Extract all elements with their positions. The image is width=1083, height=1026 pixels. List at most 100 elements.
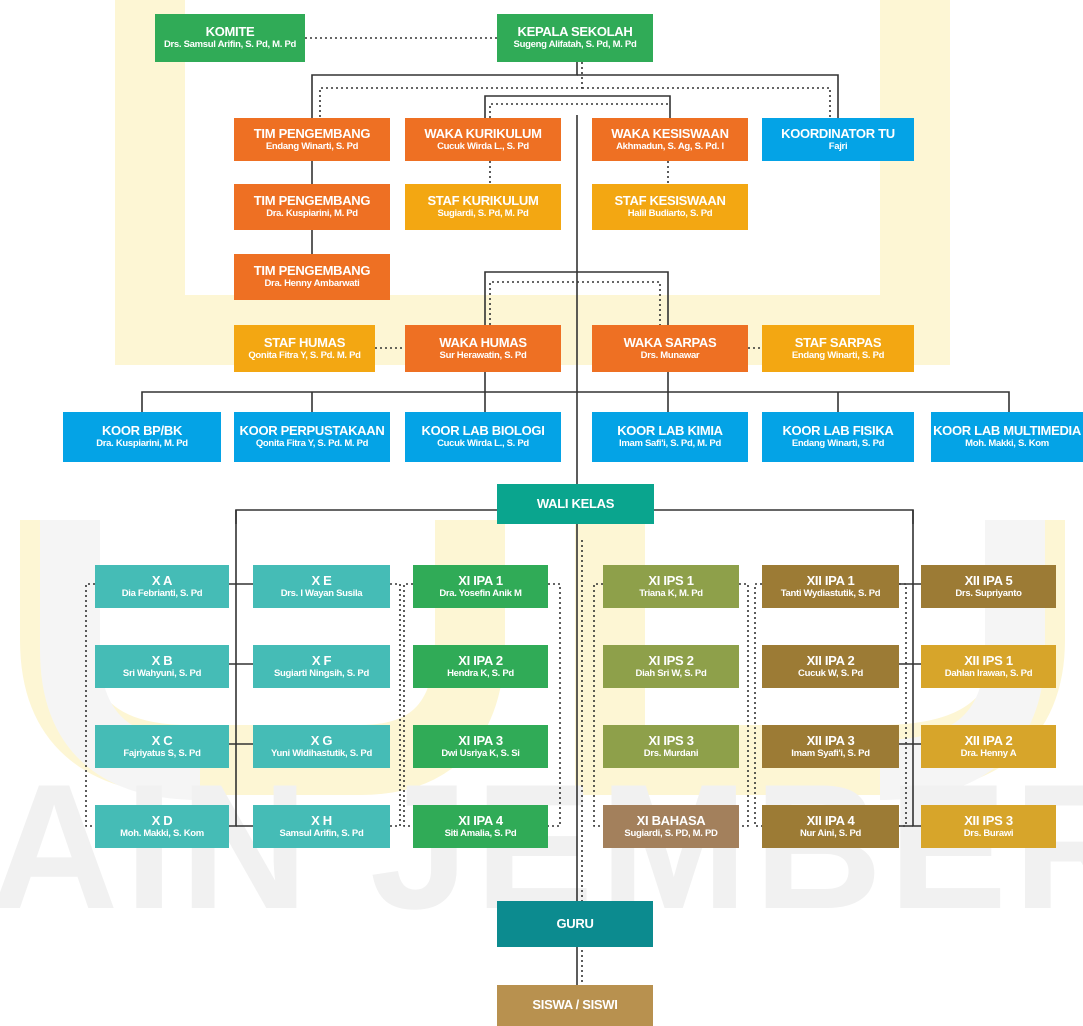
- waka-kesiswaan-name: Akhmadun, S. Ag, S. Pd. I: [616, 140, 724, 152]
- tim-pengembang-3-box: TIM PENGEMBANG Dra. Henny Ambarwati: [234, 254, 390, 300]
- class-title: X E: [311, 572, 332, 588]
- class-teacher: Drs. Supriyanto: [955, 587, 1022, 599]
- siswa-title: SISWA / SISWI: [532, 997, 618, 1013]
- class-title: XII IPS 1: [964, 652, 1013, 668]
- class-title: XI IPA 3: [458, 732, 503, 748]
- waka-kurikulum-name: Cucuk Wirda L., S. Pd: [437, 140, 529, 152]
- class-title: XII IPA 1: [806, 572, 855, 588]
- koor-lab-multimedia-box: KOOR LAB MULTIMEDIA Moh. Makki, S. Kom: [931, 412, 1083, 462]
- class-title: XI IPA 4: [458, 812, 503, 828]
- class-title: X A: [151, 572, 173, 588]
- tim-pengembang-3-title: TIM PENGEMBANG: [253, 263, 371, 279]
- class-box: XII IPA 2 Dra. Henny A: [921, 725, 1056, 768]
- class-title: XII IPA 2: [806, 652, 855, 668]
- class-box: XII IPA 1 Tanti Wydiastutik, S. Pd: [762, 565, 899, 608]
- kepala-sekolah-box: KEPALA SEKOLAH Sugeng Alifatah, S. Pd, M…: [497, 14, 653, 62]
- class-title: XI IPS 3: [648, 732, 694, 748]
- waka-humas-box: WAKA HUMAS Sur Herawatin, S. Pd: [405, 325, 561, 372]
- class-teacher: Sri Wahyuni, S. Pd: [122, 667, 202, 679]
- staf-humas-title: STAF HUMAS: [263, 334, 346, 350]
- class-teacher: Sugiardi, S. PD, M. PD: [624, 827, 718, 839]
- koor-title: KOOR LAB FISIKA: [782, 423, 894, 439]
- class-teacher: Imam Syafi'i, S. Pd: [791, 747, 870, 759]
- koordinator-tu-name: Fajri: [828, 140, 848, 152]
- class-teacher: Siti Amalia, S. Pd: [444, 827, 517, 839]
- koor-name: Imam Safi'i, S. Pd, M. Pd: [619, 438, 721, 449]
- siswa-box: SISWA / SISWI: [497, 985, 653, 1026]
- waka-kurikulum-title: WAKA KURIKULUM: [424, 125, 542, 141]
- class-box: XI IPS 1 Triana K, M. Pd: [603, 565, 739, 608]
- staf-kurikulum-title: STAF KURIKULUM: [427, 193, 539, 209]
- class-teacher: Dia Febrianti, S. Pd: [121, 587, 203, 599]
- staf-sarpas-title: STAF SARPAS: [794, 334, 882, 350]
- staf-kesiswaan-name: Halil Budiarto, S. Pd: [627, 208, 713, 219]
- class-title: XII IPA 4: [806, 812, 855, 828]
- class-teacher: Sugiarti Ningsih, S. Pd: [274, 667, 369, 679]
- tim-pengembang-2-title: TIM PENGEMBANG: [253, 193, 371, 209]
- class-teacher: Samsul Arifin, S. Pd: [279, 827, 364, 839]
- class-box: XI IPA 4 Siti Amalia, S. Pd: [413, 805, 548, 848]
- guru-box: GURU: [497, 901, 653, 947]
- koor-title: KOOR PERPUSTAKAAN: [239, 423, 385, 439]
- class-teacher: Triana K, M. Pd: [639, 587, 703, 599]
- koor-lab-fisika-box: KOOR LAB FISIKA Endang Winarti, S. Pd: [762, 412, 914, 462]
- class-box: X A Dia Febrianti, S. Pd: [95, 565, 229, 608]
- class-title: XI IPS 1: [648, 572, 694, 588]
- class-box: XII IPA 5 Drs. Supriyanto: [921, 565, 1056, 608]
- class-teacher: Drs. Murdani: [643, 747, 699, 759]
- class-box: XII IPA 4 Nur Aini, S. Pd: [762, 805, 899, 848]
- waka-sarpas-name: Drs. Munawar: [640, 349, 700, 361]
- class-teacher: Yuni Widihastutik, S. Pd: [271, 747, 372, 759]
- class-title: X B: [151, 652, 173, 668]
- class-title: XII IPA 2: [964, 732, 1013, 748]
- tim-pengembang-3-name: Dra. Henny Ambarwati: [264, 278, 360, 289]
- waka-sarpas-title: WAKA SARPAS: [623, 334, 717, 350]
- waka-kurikulum-box: WAKA KURIKULUM Cucuk Wirda L., S. Pd: [405, 118, 561, 161]
- class-box: XII IPS 1 Dahlan Irawan, S. Pd: [921, 645, 1056, 688]
- koor-lab-biologi-box: KOOR LAB BIOLOGI Cucuk Wirda L., S. Pd: [405, 412, 561, 462]
- class-box: XI BAHASA Sugiardi, S. PD, M. PD: [603, 805, 739, 848]
- class-teacher: Cucuk W, S. Pd: [798, 667, 863, 679]
- tim-pengembang-1-box: TIM PENGEMBANG Endang Winarti, S. Pd: [234, 118, 390, 161]
- tim-pengembang-1-name: Endang Winarti, S. Pd: [265, 140, 359, 152]
- komite-name: Drs. Samsul Arifin, S. Pd, M. Pd: [163, 39, 297, 50]
- koor-title: KOOR BP/BK: [101, 423, 183, 439]
- koor-name: Cucuk Wirda L., S. Pd: [437, 438, 529, 449]
- staf-kesiswaan-box: STAF KESISWAAN Halil Budiarto, S. Pd: [592, 184, 748, 230]
- class-teacher: Fajriyatus S, S. Pd: [123, 747, 201, 759]
- koor-name: Moh. Makki, S. Kom: [965, 438, 1049, 449]
- waka-humas-name: Sur Herawatin, S. Pd: [439, 349, 527, 361]
- class-box: X G Yuni Widihastutik, S. Pd: [253, 725, 390, 768]
- class-box: XI IPA 2 Hendra K, S. Pd: [413, 645, 548, 688]
- class-title: XII IPS 3: [964, 812, 1013, 828]
- wali-kelas-box: WALI KELAS: [497, 484, 654, 524]
- koor-lab-kimia-box: KOOR LAB KIMIA Imam Safi'i, S. Pd, M. Pd: [592, 412, 748, 462]
- class-teacher: Drs. Burawi: [963, 827, 1014, 839]
- class-teacher: Dahlan Irawan, S. Pd: [944, 667, 1033, 679]
- kepala-sekolah-name: Sugeng Alifatah, S. Pd, M. Pd: [513, 39, 637, 50]
- waka-kesiswaan-box: WAKA KESISWAAN Akhmadun, S. Ag, S. Pd. I: [592, 118, 748, 161]
- class-box: XI IPS 2 Diah Sri W, S. Pd: [603, 645, 739, 688]
- waka-sarpas-box: WAKA SARPAS Drs. Munawar: [592, 325, 748, 372]
- koordinator-tu-box: KOORDINATOR TU Fajri: [762, 118, 914, 161]
- waka-humas-title: WAKA HUMAS: [439, 334, 527, 350]
- class-teacher: Tanti Wydiastutik, S. Pd: [780, 587, 881, 599]
- koor-title: KOOR LAB BIOLOGI: [421, 423, 545, 439]
- class-teacher: Moh. Makki, S. Kom: [120, 827, 204, 839]
- class-title: XI IPA 1: [458, 572, 503, 588]
- class-teacher: Hendra K, S. Pd: [447, 667, 514, 679]
- class-title: XII IPA 5: [964, 572, 1013, 588]
- tim-pengembang-2-box: TIM PENGEMBANG Dra. Kuspiarini, M. Pd: [234, 184, 390, 230]
- koor-bp-bk-box: KOOR BP/BK Dra. Kuspiarini, M. Pd: [63, 412, 221, 462]
- staf-kesiswaan-title: STAF KESISWAAN: [614, 193, 726, 209]
- staf-sarpas-name: Endang Winarti, S. Pd: [791, 349, 885, 361]
- class-title: XI IPS 2: [648, 652, 694, 668]
- koor-title: KOOR LAB KIMIA: [617, 423, 723, 439]
- komite-box: KOMITE Drs. Samsul Arifin, S. Pd, M. Pd: [155, 14, 305, 62]
- staf-humas-name: Qonita Fitra Y, S. Pd. M. Pd: [248, 349, 361, 361]
- koor-name: Dra. Kuspiarini, M. Pd: [96, 438, 188, 449]
- class-teacher: Drs. I Wayan Susila: [280, 587, 363, 599]
- class-box: X E Drs. I Wayan Susila: [253, 565, 390, 608]
- class-box: X H Samsul Arifin, S. Pd: [253, 805, 390, 848]
